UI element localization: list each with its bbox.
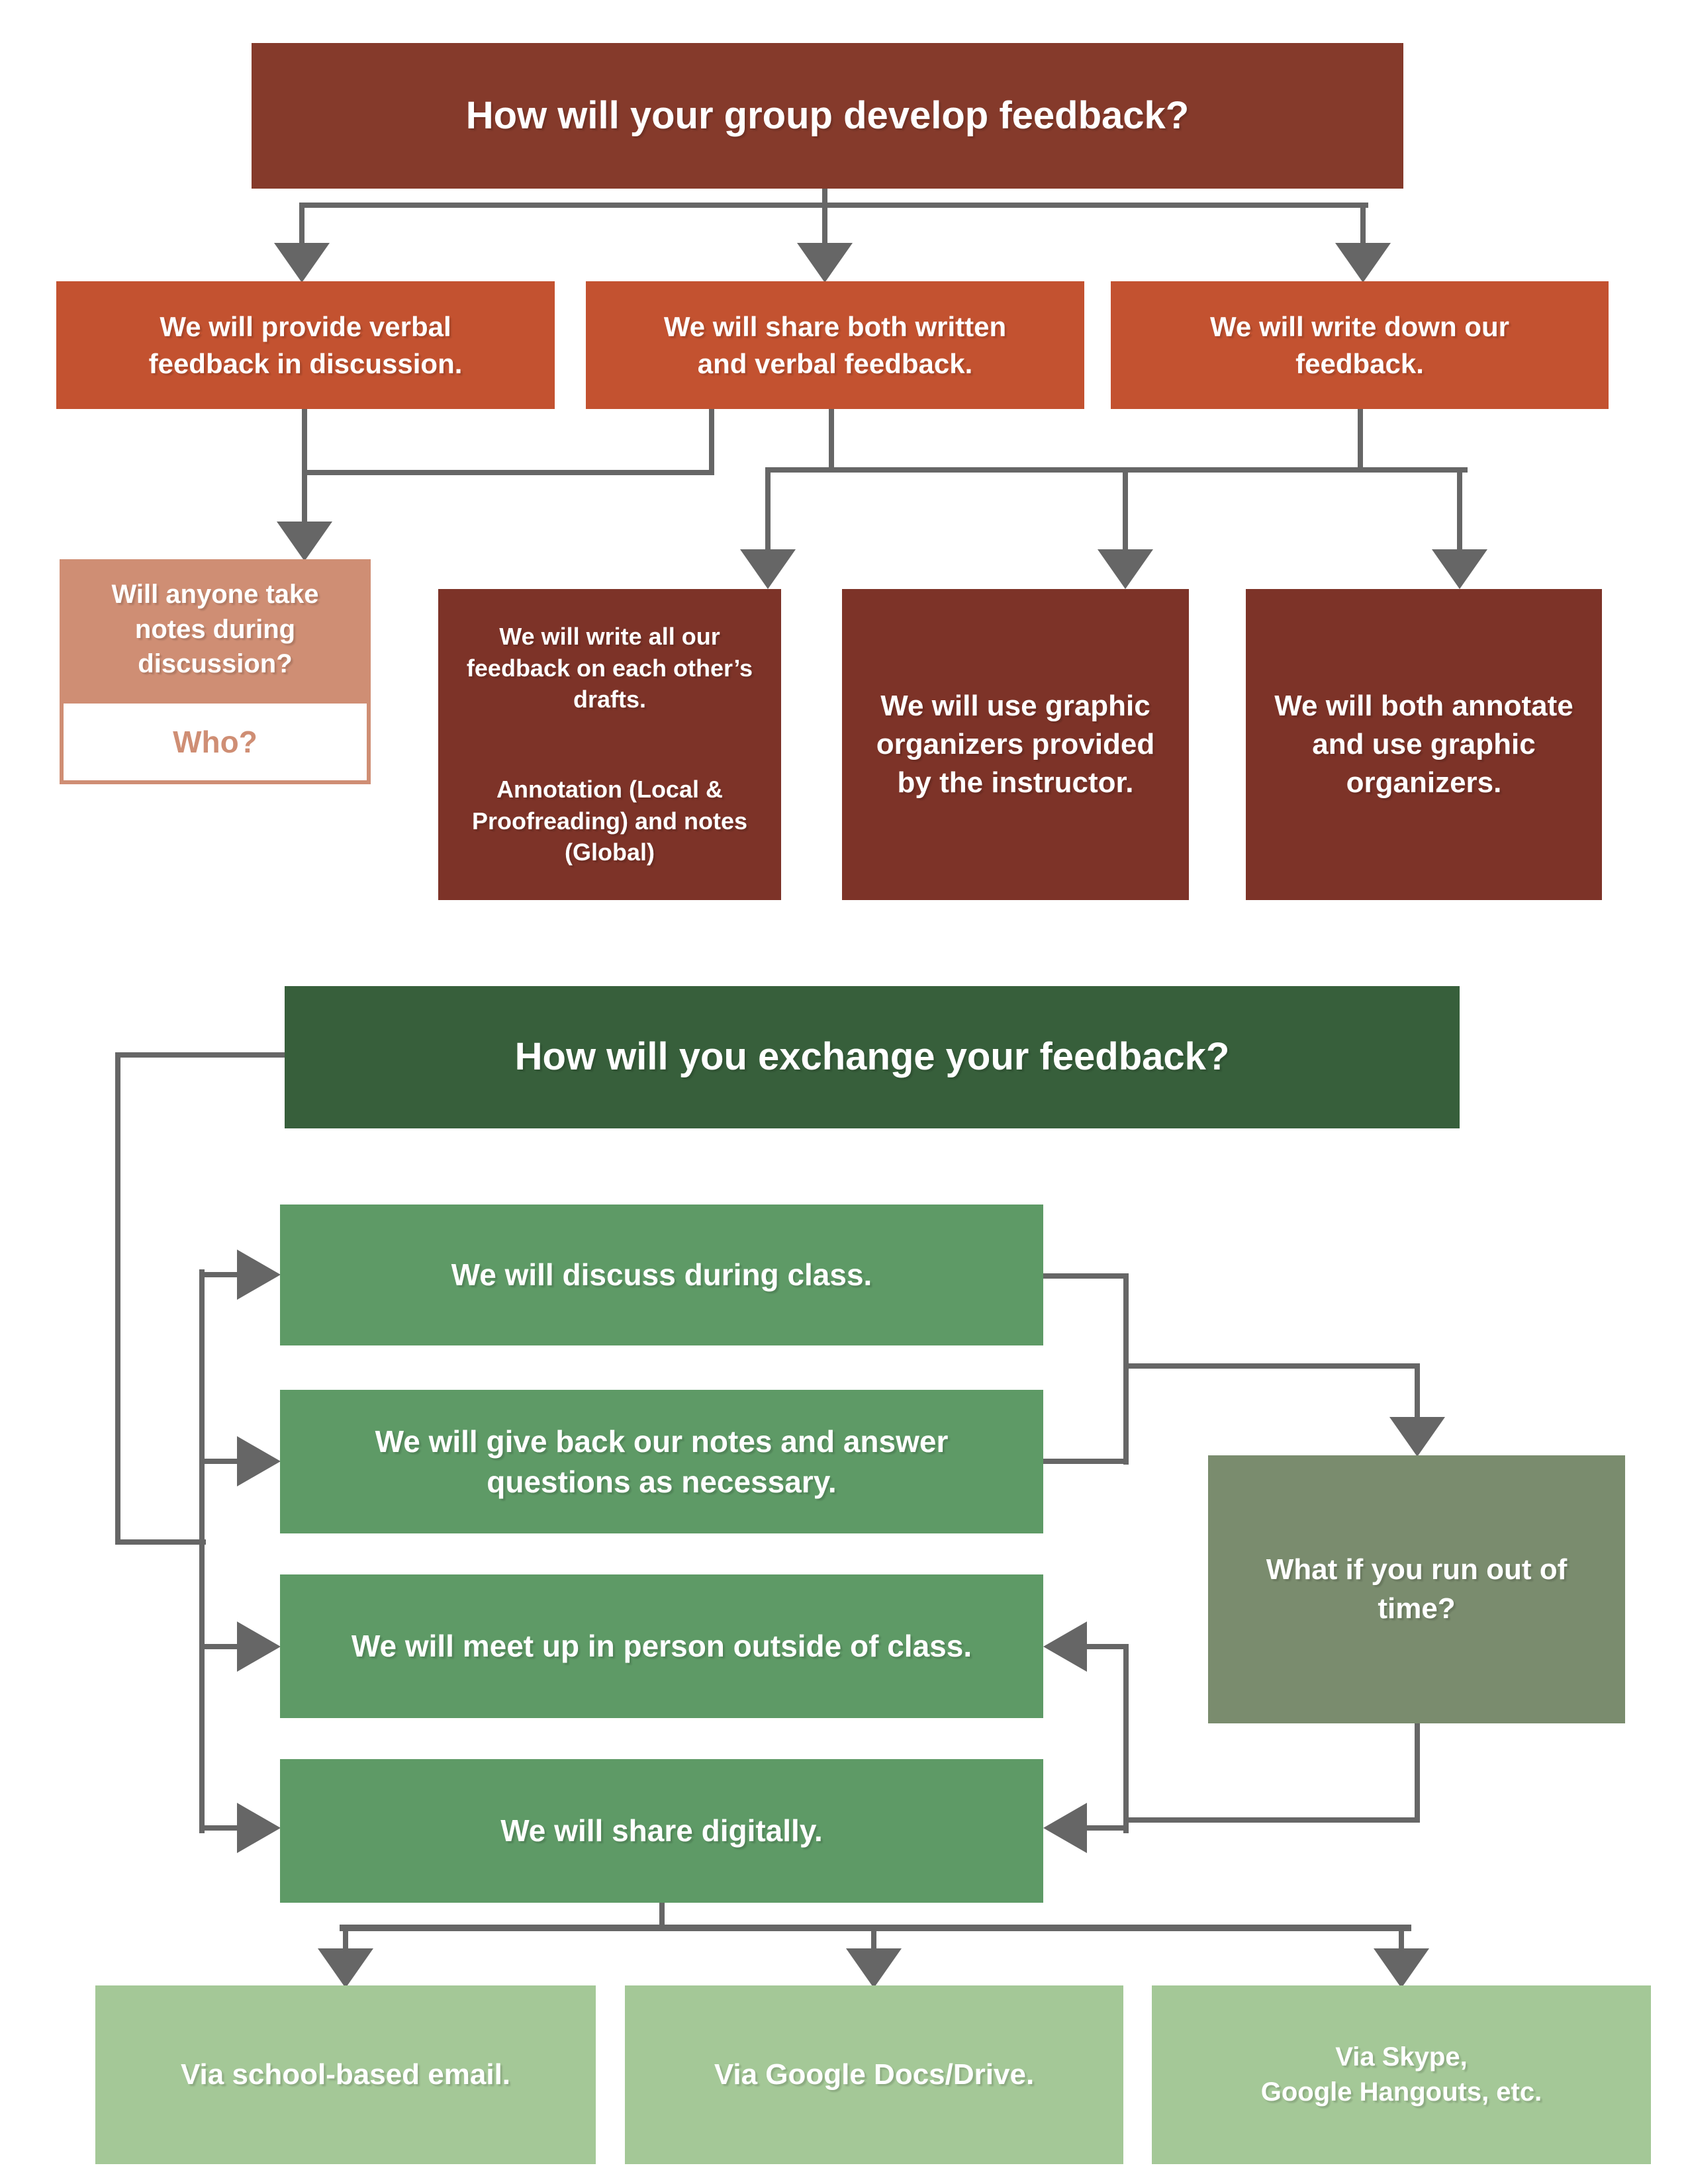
arrow-down-icon (797, 243, 853, 283)
connector-line (1415, 1723, 1420, 1823)
connector-line (1123, 1273, 1129, 1465)
arrow-down-icon (740, 549, 796, 589)
arrow-down-icon (274, 243, 330, 283)
notes-question-box: Will anyone take notes during discussion… (60, 559, 371, 700)
arrow-down-icon (846, 1948, 902, 1988)
connector-line (1043, 1459, 1129, 1464)
connector-line (1123, 1644, 1129, 1833)
connector-line (765, 473, 771, 551)
channel-skype-hangouts: Via Skype, Google Hangouts, etc. (1152, 1985, 1651, 2164)
connector-line (202, 1644, 242, 1649)
channel-school-email: Via school-based email. (95, 1985, 596, 2164)
develop-feedback-title: How will your group develop feedback? (252, 43, 1403, 189)
connector-line (1415, 1363, 1420, 1420)
connector-line (871, 1930, 876, 1951)
connector-line (202, 1272, 242, 1277)
connector-line (1043, 1273, 1129, 1279)
connector-line (659, 1903, 665, 1927)
option-written-and-verbal: We will share both written and verbal fe… (586, 281, 1084, 409)
contingency-box: What if you run out of time? (1208, 1455, 1625, 1723)
exchange-share-digitally: We will share digitally. (280, 1759, 1043, 1903)
arrow-right-icon (237, 1621, 281, 1672)
connector-line (115, 1052, 120, 1545)
connector-line (765, 467, 1468, 473)
arrow-left-icon (1043, 1803, 1087, 1853)
exchange-meet-in-person: We will meet up in person outside of cla… (280, 1574, 1043, 1718)
arrow-down-icon (318, 1948, 373, 1988)
arrow-right-icon (237, 1250, 281, 1300)
connector-line (299, 203, 1368, 208)
connector-line (1123, 1363, 1420, 1369)
arrow-down-icon (1374, 1948, 1429, 1988)
exchange-discuss-in-class: We will discuss during class. (280, 1205, 1043, 1345)
arrow-right-icon (237, 1436, 281, 1486)
arrow-down-icon (277, 522, 332, 561)
connector-line (1123, 473, 1128, 551)
method-annotate-and-organizers: We will both annotate and use graphic or… (1246, 589, 1602, 900)
connector-line (202, 1825, 242, 1831)
connector-line (299, 206, 305, 245)
method-graphic-organizers: We will use graphic organizers provided … (842, 589, 1189, 900)
connector-line (302, 409, 307, 525)
connector-line (822, 189, 827, 205)
connector-line (302, 470, 714, 475)
method-subtext: Annotation (Local & Proofreading) and no… (471, 776, 748, 866)
connector-line (199, 1269, 205, 1833)
connector-line (343, 1930, 348, 1951)
option-verbal-feedback: We will provide verbal feedback in discu… (56, 281, 555, 409)
method-write-on-drafts: We will write all our feedback on each o… (438, 589, 781, 900)
arrow-down-icon (1389, 1417, 1445, 1457)
connector-line (1360, 206, 1366, 245)
connector-line (1399, 1930, 1404, 1951)
arrow-down-icon (1098, 549, 1153, 589)
connector-line (822, 206, 827, 245)
connector-line (115, 1539, 206, 1545)
connector-line (709, 409, 714, 475)
connector-line (1358, 409, 1363, 473)
connector-line (1084, 1644, 1129, 1649)
connector-line (118, 1052, 285, 1058)
method-text: We will write all our feedback on each o… (466, 623, 753, 713)
option-write-down: We will write down our feedback. (1111, 281, 1609, 409)
exchange-give-back-notes: We will give back our notes and answer q… (280, 1390, 1043, 1533)
connector-line (202, 1459, 242, 1464)
arrow-left-icon (1043, 1621, 1087, 1672)
connector-line (1457, 473, 1462, 551)
connector-line (829, 409, 834, 473)
connector-line (1084, 1825, 1129, 1831)
exchange-feedback-title: How will you exchange your feedback? (285, 986, 1460, 1128)
channel-google-docs: Via Google Docs/Drive. (625, 1985, 1123, 2164)
arrow-down-icon (1335, 243, 1391, 283)
arrow-down-icon (1432, 549, 1487, 589)
connector-line (1123, 1817, 1420, 1823)
who-prompt-box: Who? (60, 700, 371, 784)
arrow-right-icon (237, 1803, 281, 1853)
connector-line (340, 1925, 1411, 1931)
